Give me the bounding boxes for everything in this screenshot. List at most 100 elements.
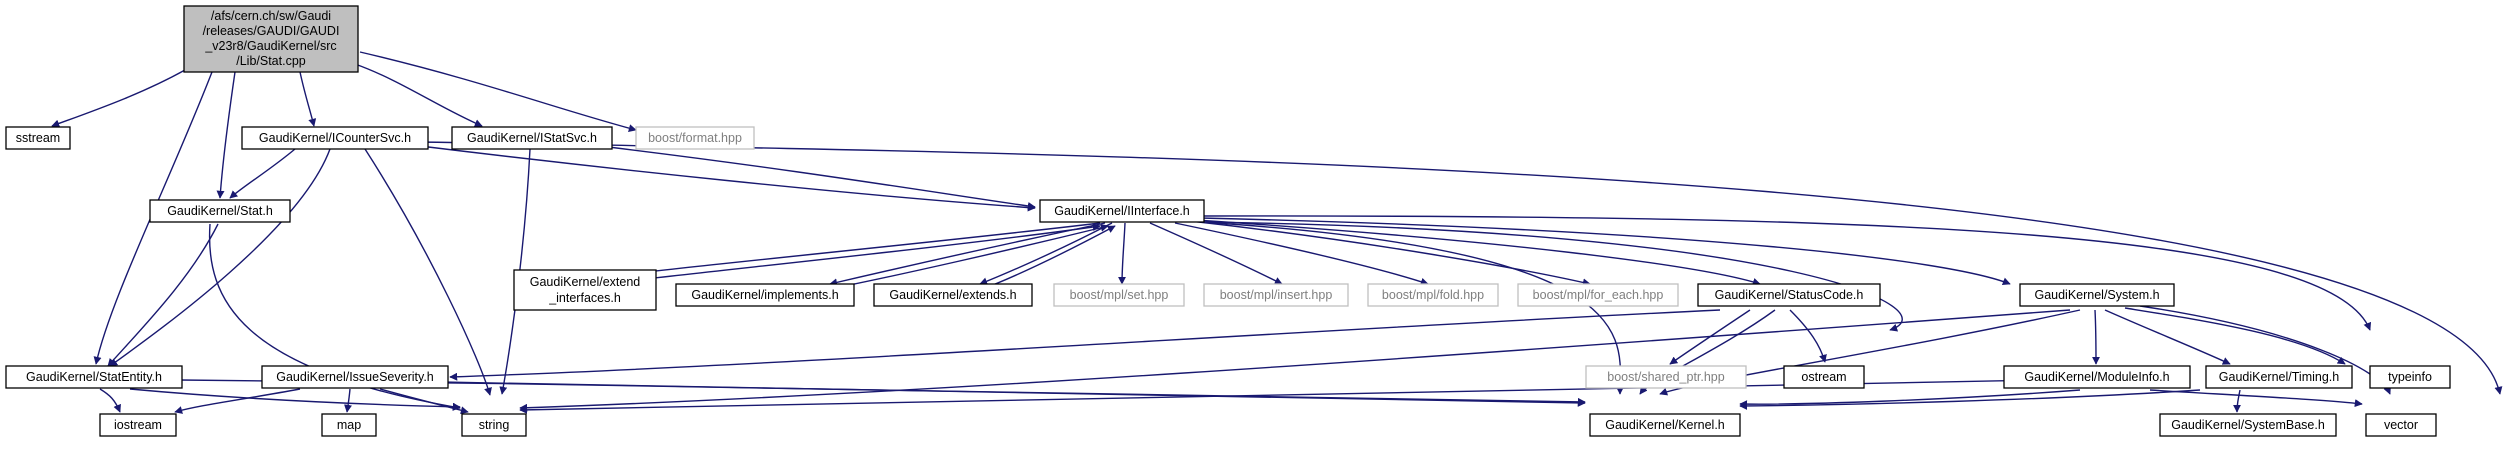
edge-statuscode-ostream [1789, 309, 1827, 363]
node-label: GaudiKernel/implements.h [691, 288, 838, 302]
node-boost-format[interactable]: boost/format.hpp [635, 126, 755, 150]
node-system[interactable]: GaudiKernel/System.h [2019, 283, 2175, 307]
edge-icountersvc-statentity [109, 148, 331, 367]
edge-iinterface-implements [829, 222, 1106, 287]
nodes: /afs/cern.ch/sw/Gaudi /releases/GAUDI/GA… [5, 5, 2451, 437]
node-label: ostream [1801, 370, 1846, 384]
edge-icountersvc-string [364, 148, 492, 396]
edge-iinterface-typeinfo [1199, 215, 2372, 331]
edge-icountersvc-vector [419, 141, 2503, 395]
edge-root-statentity [93, 71, 213, 365]
edge-statuscode-sharedptr [1669, 309, 1751, 365]
edge-statentity-iostream [99, 388, 121, 413]
edge-iinterface-mplinsert [1149, 222, 1283, 285]
node-vector[interactable]: vector [2365, 413, 2437, 437]
edge-stat-statentity [107, 223, 219, 367]
node-statuscode[interactable]: GaudiKernel/StatusCode.h [1697, 283, 1881, 307]
edge-timing-kernel [1739, 389, 2201, 410]
node-label: GaudiKernel/IssueSeverity.h [276, 370, 434, 384]
edge-moduleinfo-kernel [1739, 389, 2081, 409]
node-label: boost/mpl/insert.hpp [1220, 288, 1333, 302]
node-label: sstream [16, 131, 60, 145]
node-mpl-insert[interactable]: boost/mpl/insert.hpp [1203, 283, 1349, 307]
edge-extend-iinterface [611, 223, 1101, 284]
edge-system-string [519, 309, 2071, 412]
edge-iinterface-ostream [1199, 221, 1903, 332]
node-label: GaudiKernel/StatEntity.h [26, 370, 162, 384]
node-label: _interfaces.h [548, 291, 621, 305]
edge-istatsvc-iinterface [599, 145, 1036, 210]
node-label: GaudiKernel/ICounterSvc.h [259, 131, 411, 145]
edge-root-stat [216, 71, 236, 199]
node-label: GaudiKernel/SystemBase.h [2171, 418, 2325, 432]
node-label: GaudiKernel/ModuleInfo.h [2024, 370, 2169, 384]
node-label: GaudiKernel/IStatSvc.h [467, 131, 597, 145]
node-mpl-foreach[interactable]: boost/mpl/for_each.hpp [1517, 283, 1679, 307]
node-label: _v23r8/GaudiKernel/src [204, 39, 336, 53]
node-label: vector [2384, 418, 2418, 432]
node-label: GaudiKernel/extend [530, 275, 641, 289]
node-issueseverity[interactable]: GaudiKernel/IssueSeverity.h [261, 365, 449, 389]
edge-system-moduleinfo [2091, 309, 2100, 365]
edge-timing-systembase [2233, 389, 2242, 413]
edge-iinterface-mplforeach [1189, 220, 1591, 287]
node-label: GaudiKernel/IInterface.h [1054, 204, 1190, 218]
edge-implements-iinterface [829, 223, 1109, 290]
node-label: map [337, 418, 361, 432]
node-istatsvc[interactable]: GaudiKernel/IStatSvc.h [451, 126, 613, 150]
node-map[interactable]: map [321, 413, 377, 437]
node-string[interactable]: string [461, 413, 527, 437]
node-label: /Lib/Stat.cpp [236, 54, 306, 68]
node-implements[interactable]: GaudiKernel/implements.h [675, 283, 855, 307]
node-label: GaudiKernel/Stat.h [167, 204, 273, 218]
node-label: /releases/GAUDI/GAUDI [203, 24, 340, 38]
node-label: GaudiKernel/Timing.h [2219, 370, 2339, 384]
node-label: GaudiKernel/extends.h [889, 288, 1016, 302]
edge-icountersvc-stat [229, 148, 296, 199]
edge-issueseverity-string [379, 388, 469, 415]
node-label: GaudiKernel/Kernel.h [1605, 418, 1725, 432]
node-extends[interactable]: GaudiKernel/extends.h [873, 283, 1033, 307]
node-label: GaudiKernel/StatusCode.h [1715, 288, 1864, 302]
edge-iinterface-system [1199, 217, 2011, 286]
node-sstream[interactable]: sstream [5, 126, 71, 150]
node-mpl-set[interactable]: boost/mpl/set.hpp [1053, 283, 1185, 307]
node-extend-interfaces[interactable]: GaudiKernel/extend _interfaces.h [513, 269, 657, 311]
edge-issueseverity-map [344, 388, 352, 413]
edge-iinterface-mplset [1118, 222, 1127, 285]
node-ostream[interactable]: ostream [1783, 365, 1865, 389]
node-iostream[interactable]: iostream [99, 413, 177, 437]
edge-system-timing [2104, 309, 2231, 365]
node-stat-h[interactable]: GaudiKernel/Stat.h [149, 199, 291, 223]
edge-statuscode-issueseverity [449, 309, 1721, 381]
node-label: typeinfo [2388, 370, 2432, 384]
node-systembase[interactable]: GaudiKernel/SystemBase.h [2159, 413, 2337, 437]
node-kernel[interactable]: GaudiKernel/Kernel.h [1589, 413, 1741, 437]
node-label: /afs/cern.ch/sw/Gaudi [211, 9, 331, 23]
node-iinterface[interactable]: GaudiKernel/IInterface.h [1039, 199, 1205, 223]
node-label: boost/mpl/for_each.hpp [1533, 288, 1664, 302]
node-label: GaudiKernel/System.h [2034, 288, 2159, 302]
edge-stat-string [208, 223, 461, 411]
node-stat-cpp[interactable]: /afs/cern.ch/sw/Gaudi /releases/GAUDI/GA… [183, 5, 359, 73]
node-label: boost/shared_ptr.hpp [1607, 370, 1724, 384]
node-label: boost/mpl/set.hpp [1070, 288, 1169, 302]
node-label: boost/format.hpp [648, 131, 742, 145]
edge-iinterface-mplfold [1174, 222, 1429, 286]
edge-root-istatsvc [354, 63, 483, 127]
edge-iinterface-extends [979, 222, 1113, 286]
edges [51, 51, 2503, 415]
edge-root-boostformat [359, 51, 637, 133]
node-moduleinfo[interactable]: GaudiKernel/ModuleInfo.h [2003, 365, 2191, 389]
edge-iinterface-statuscode [1194, 219, 1761, 286]
node-typeinfo[interactable]: typeinfo [2369, 365, 2451, 389]
edge-moduleinfo-vector [2149, 389, 2363, 408]
node-shared-ptr[interactable]: boost/shared_ptr.hpp [1585, 365, 1747, 389]
node-timing[interactable]: GaudiKernel/Timing.h [2205, 365, 2353, 389]
node-icountersvc[interactable]: GaudiKernel/ICounterSvc.h [241, 126, 429, 150]
node-mpl-fold[interactable]: boost/mpl/fold.hpp [1367, 283, 1499, 307]
edge-iinterface-extend [611, 222, 1101, 280]
node-statentity[interactable]: GaudiKernel/StatEntity.h [5, 365, 183, 389]
edge-statentity-string [129, 388, 461, 411]
